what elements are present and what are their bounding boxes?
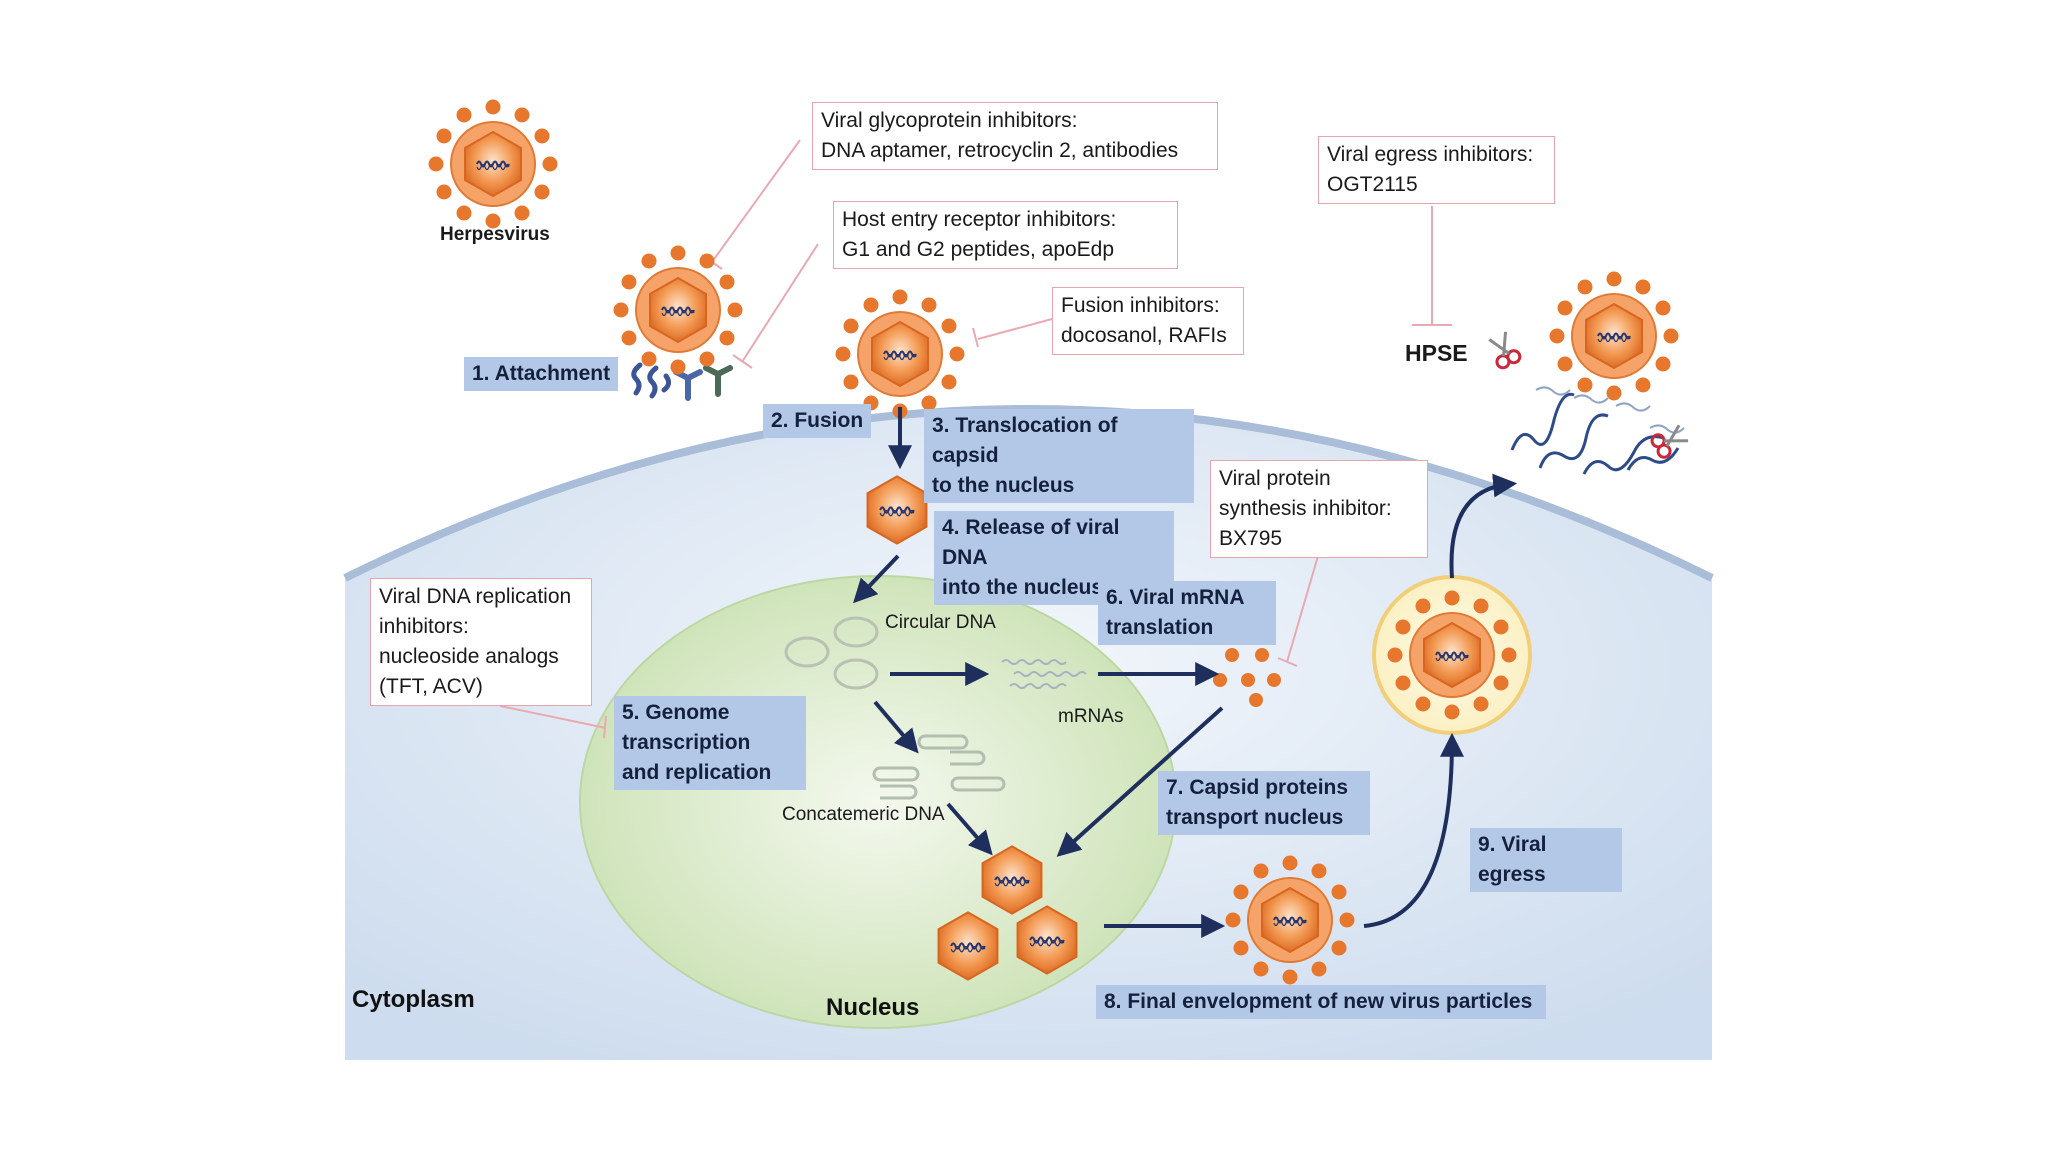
concatemeric-dna-icon xyxy=(872,734,1006,800)
entry-receptor-inhibitors-box: Host entry receptor inhibitors: G1 and G… xyxy=(833,201,1178,269)
step-attachment: 1. Attachment xyxy=(464,357,619,391)
virion-released-icon xyxy=(1550,272,1679,401)
virion-herpesvirus-icon xyxy=(429,100,558,229)
heparan-sulfate-fragments xyxy=(1535,386,1685,434)
virion-attaching-icon xyxy=(614,246,743,375)
step-mrna-translation: 6. Viral mRNA translation xyxy=(1098,581,1276,645)
step-capsid-transport: 7. Capsid proteins transport nucleus xyxy=(1158,771,1370,835)
nucleus-label: Nucleus xyxy=(826,994,920,1021)
step-viral-egress: 9. Viral egress xyxy=(1470,828,1622,892)
mrnas-label: mRNAs xyxy=(1058,706,1124,727)
dna-replication-inhibitors-box: Viral DNA replication inhibitors: nucleo… xyxy=(370,578,592,706)
fusion-inhibitors-box: Fusion inhibitors: docosanol, RAFIs xyxy=(1052,287,1244,355)
step-final-envelopment: 8. Final envelopment of new virus partic… xyxy=(1096,985,1546,1019)
egress-inhibitors-box: Viral egress inhibitors: OGT2115 xyxy=(1318,136,1555,204)
herpesvirus-label: Herpesvirus xyxy=(440,224,550,245)
step-translocation: 3. Translocation of capsid to the nucleu… xyxy=(924,409,1194,503)
step-release-dna: 4. Release of viral DNA into the nucleus xyxy=(934,511,1174,605)
step-genome-replication: 5. Genome transcription and replication xyxy=(614,696,806,790)
virion-fusing-icon xyxy=(836,290,965,419)
hpse-scissors-icon xyxy=(1485,329,1524,372)
circular-dna-label: Circular DNA xyxy=(885,612,996,633)
protein-synthesis-inhibitor-box: Viral protein synthesis inhibitor: BX795 xyxy=(1210,460,1428,558)
cytoplasm-label: Cytoplasm xyxy=(352,986,475,1013)
circular-dna-icon xyxy=(784,616,879,690)
step-fusion: 2. Fusion xyxy=(763,404,872,438)
glycoprotein-inhibitors-box: Viral glycoprotein inhibitors: DNA aptam… xyxy=(812,102,1218,170)
concatemeric-dna-label: Concatemeric DNA xyxy=(782,804,945,825)
inhibitor-connectors xyxy=(499,139,1452,739)
heparan-sulfate-chains xyxy=(1510,392,1680,475)
mrna-icon xyxy=(1001,659,1087,689)
hpse-label: HPSE xyxy=(1405,340,1468,366)
pathway-arrows xyxy=(853,407,1518,938)
nucleus-shape xyxy=(579,575,1177,1029)
